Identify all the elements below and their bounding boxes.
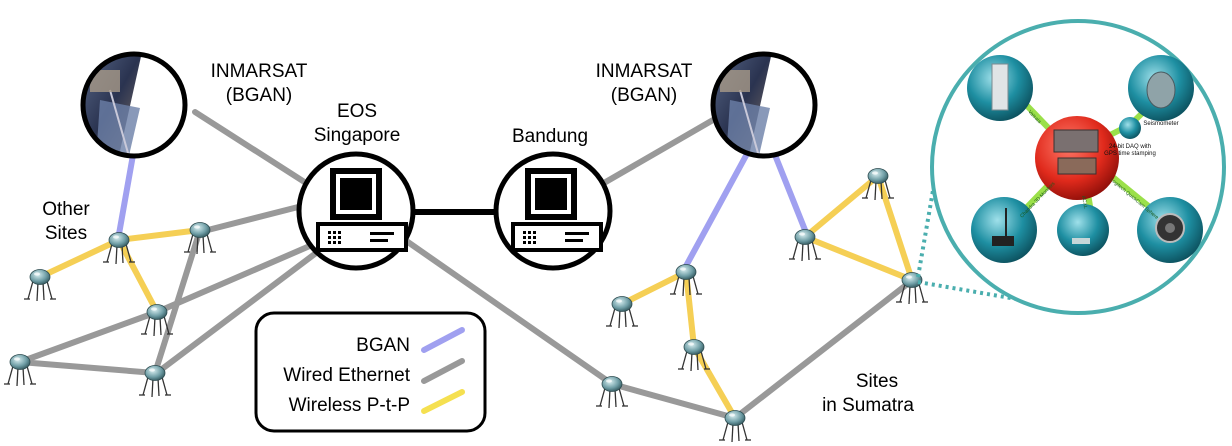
legend-label-wired: Wired Ethernet [283,365,410,386]
node [677,338,711,372]
legend: BGAN Wired Ethernet Wireless P-t-P [254,311,487,433]
inset-usb-device [1057,204,1109,256]
node [595,375,629,409]
sumatra-line2: in Sumatra [822,395,914,416]
inmarsat-left-line1: INMARSAT [211,61,308,82]
legend-swatch-wired [421,358,465,384]
inset-seismometer-label: Seismometer [1143,121,1178,127]
node [788,228,822,262]
inset-wifi-device [971,197,1037,263]
satellite-right [710,51,818,159]
legend-swatch-wireless [421,389,465,414]
eos-line2: Singapore [314,125,401,146]
eos-line1: EOS [337,101,377,122]
legend-swatch-bgan [421,327,465,353]
eos-singapore-computer [296,151,416,271]
inset-link-label-acxl: ACXL [1080,195,1088,209]
bandung-computer [493,151,613,271]
inset-daq-caption-2: GPS time stamping [1104,151,1156,157]
wireless-links [37,173,915,421]
bandung-label: Bandung [512,126,588,147]
legend-label-wireless: Wireless P-t-P [289,395,410,416]
bgan-links [116,149,808,269]
inset-station-detail: Seismometer 24-bit DAQ with GPS time sta… [930,19,1226,315]
inmarsat-right-line1: INMARSAT [596,61,693,82]
legend-label-bgan: BGAN [356,335,410,356]
other-sites-line1: Other [42,199,90,220]
wired-links [17,109,913,421]
inmarsat-left-line2: (BGAN) [226,85,293,106]
satellite-left [80,51,188,159]
inset-gps-unit [1119,117,1141,139]
inset-daq-caption-1: 24-bit DAQ with [1109,144,1151,150]
other-sites-line2: Sites [45,223,87,244]
inmarsat-right-line2: (BGAN) [611,85,678,106]
sumatra-line1: Sites [856,371,898,392]
